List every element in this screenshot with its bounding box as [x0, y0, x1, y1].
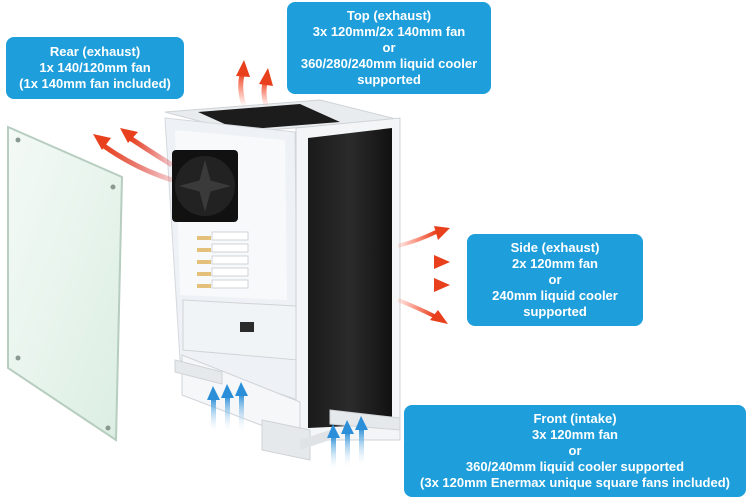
top-exhaust-arrows: [236, 60, 273, 107]
top-callout-line: or: [382, 40, 396, 55]
front-callout-title: Front (intake): [533, 411, 617, 426]
front-callout-line: (3x 120mm Enermax unique square fans inc…: [420, 475, 730, 490]
rear-exhaust-arrows: [93, 128, 174, 183]
front-intake-arrows: [327, 416, 368, 470]
front-callout-line: 3x 120mm fan: [532, 427, 618, 442]
rear-exhaust-callout: Rear (exhaust) 1x 140/120mm fan (1x 140m…: [6, 37, 184, 99]
front-intake-callout: Front (intake) 3x 120mm fan or 360/240mm…: [404, 405, 746, 497]
side-callout-line: or: [548, 272, 562, 287]
rear-callout-line: 1x 140/120mm fan: [39, 60, 151, 75]
side-callout-line: supported: [523, 304, 587, 319]
rear-callout-line: (1x 140mm fan included): [19, 76, 171, 91]
glass-side-panel: [7, 125, 124, 442]
side-callout-line: 240mm liquid cooler: [492, 288, 618, 303]
rear-callout-title: Rear (exhaust): [49, 44, 141, 59]
top-callout-line: supported: [357, 72, 421, 87]
side-exhaust-arrows: [397, 226, 450, 324]
top-callout-line: 3x 120mm/2x 140mm fan: [312, 24, 466, 39]
top-callout-line: 360/280/240mm liquid cooler: [300, 56, 478, 71]
side-callout-line: 2x 120mm fan: [512, 256, 598, 271]
front-callout-line: 360/240mm liquid cooler supported: [465, 459, 685, 474]
bottom-intake-arrows: [207, 382, 248, 432]
pc-case: [164, 99, 401, 461]
side-callout-title: Side (exhaust): [510, 240, 600, 255]
front-callout-line: or: [568, 443, 582, 458]
top-callout-title: Top (exhaust): [346, 8, 432, 23]
top-exhaust-callout: Top (exhaust) 3x 120mm/2x 140mm fan or 3…: [287, 2, 491, 94]
side-exhaust-callout: Side (exhaust) 2x 120mm fan or 240mm liq…: [467, 234, 643, 326]
